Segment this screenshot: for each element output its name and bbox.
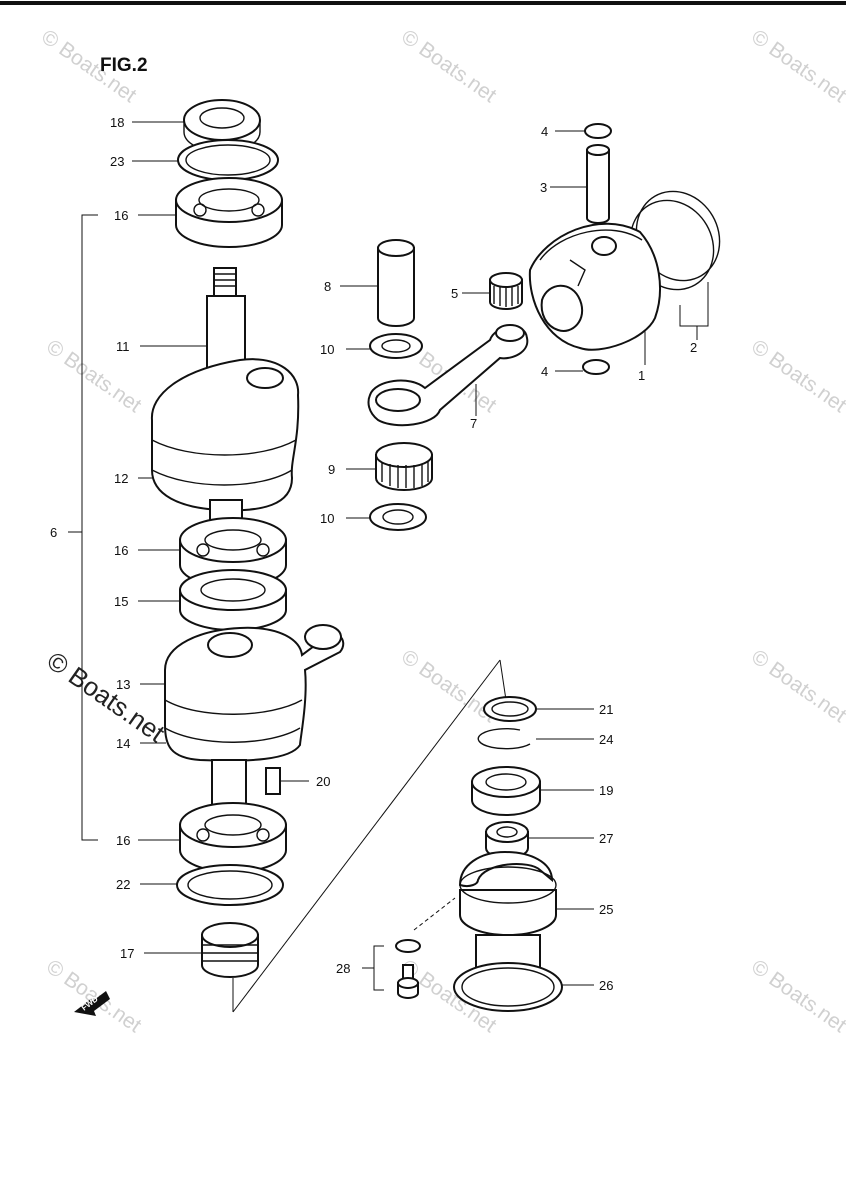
callout-18: 18	[110, 115, 124, 130]
callout-10: 10	[320, 342, 334, 357]
part-27-bushing	[485, 821, 529, 859]
part-3-piston-pin	[586, 144, 610, 224]
callout-19: 19	[599, 783, 613, 798]
callout-20: 20	[316, 774, 330, 789]
watermark: © Boats.net	[747, 645, 846, 727]
callout-13: 13	[116, 677, 130, 692]
callout-3: 3	[540, 180, 547, 195]
part-22-washer	[176, 864, 284, 906]
part-8-crank-pin	[377, 239, 415, 327]
callout-24: 24	[599, 732, 613, 747]
callout-23: 23	[110, 154, 124, 169]
divider-lines	[232, 659, 507, 1013]
callout-17: 17	[120, 946, 134, 961]
figure-title: FIG.2	[100, 55, 148, 76]
leader-lines	[132, 121, 709, 986]
watermark: © Boats.net	[42, 335, 145, 417]
callout-1: 1	[638, 368, 645, 383]
part-26-o-ring	[453, 962, 563, 1012]
part-10-washer-bottom	[369, 503, 427, 531]
callout-10: 10	[320, 511, 334, 526]
watermark: © Boats.net	[397, 25, 500, 107]
callout-5: 5	[451, 286, 458, 301]
watermark: © Boats.net	[747, 335, 846, 417]
callout-16: 16	[114, 543, 128, 558]
callout-2: 2	[690, 340, 697, 355]
part-16-bearing-lower	[179, 802, 287, 873]
part-11-12-upper-crank	[150, 267, 300, 531]
part-4-circlip-bottom	[582, 359, 610, 375]
callout-11: 11	[116, 339, 130, 354]
part-15-bearing	[179, 569, 287, 631]
callout-12: 12	[114, 471, 128, 486]
part-28-bolt-washer	[362, 897, 456, 999]
callout-9: 9	[328, 462, 335, 477]
watermark: © Boats.net	[747, 25, 846, 107]
part-18-oil-seal	[183, 99, 261, 153]
callout-8: 8	[324, 279, 331, 294]
part-24-circlip	[477, 728, 531, 750]
callout-4: 4	[541, 124, 548, 139]
part-13-14-lower-crank	[164, 624, 345, 811]
callout-15: 15	[114, 594, 128, 609]
callout-21: 21	[599, 702, 613, 717]
callout-labels: 18 23 16 11 12 6 16 15 13 14 20 16 22 17…	[50, 115, 697, 993]
watermarks: © Boats.net © Boats.net © Boats.net © Bo…	[37, 25, 846, 1037]
callout-16: 16	[114, 208, 128, 223]
part-9-needle-bearing	[375, 442, 433, 491]
part-1-piston	[528, 222, 661, 351]
callout-7: 7	[470, 416, 477, 431]
watermark: © Boats.net	[747, 955, 846, 1037]
part-10-washer-top	[369, 333, 423, 359]
part-7-connecting-rod	[367, 324, 529, 427]
watermark: © Boats.net	[397, 645, 500, 727]
callout-28: 28	[336, 961, 350, 976]
callout-26: 26	[599, 978, 613, 993]
callout-22: 22	[116, 877, 130, 892]
part-20-key	[265, 767, 281, 795]
part-17-nut	[201, 922, 259, 978]
part-4-circlip-top	[584, 123, 612, 139]
callout-27: 27	[599, 831, 613, 846]
callout-14: 14	[116, 736, 130, 751]
part-23-o-ring	[177, 139, 279, 181]
part-5-needle-bearing	[489, 272, 523, 310]
callout-4: 4	[541, 364, 548, 379]
callout-16: 16	[116, 833, 130, 848]
part-21-o-ring	[483, 696, 537, 722]
part-16-bearing-top	[175, 177, 283, 248]
callout-25: 25	[599, 902, 613, 917]
callout-6: 6	[50, 525, 57, 540]
bracket-6	[68, 214, 98, 841]
watermark-large: © Boats.net	[42, 645, 171, 748]
part-19-oil-seal	[471, 766, 541, 816]
